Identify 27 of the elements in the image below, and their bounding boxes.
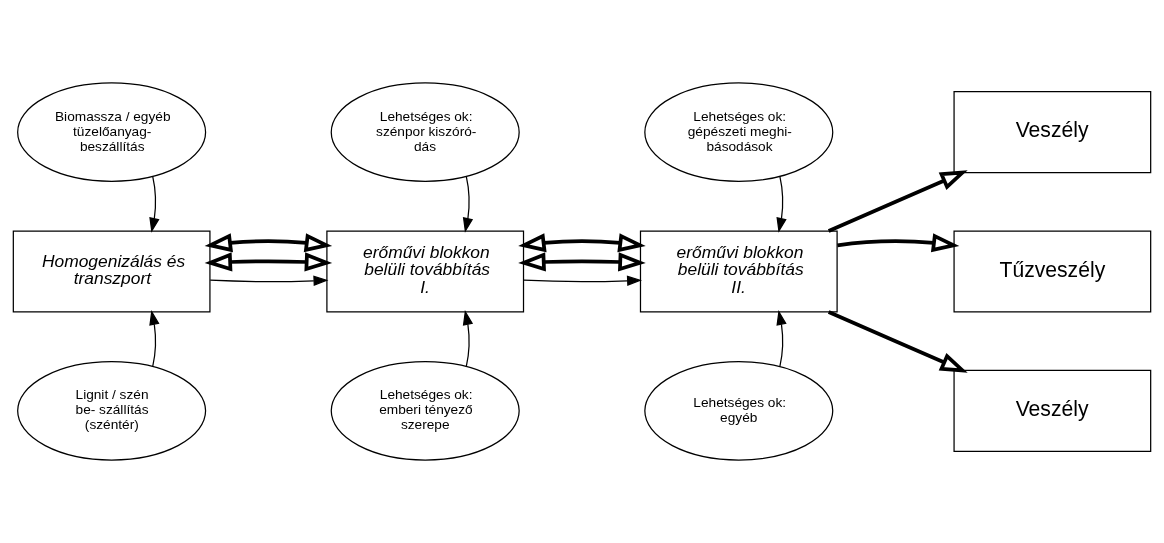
arrow xyxy=(827,170,968,233)
arrow xyxy=(837,233,960,253)
node-box: Homogenizálás és transzport xyxy=(12,230,211,313)
arrow xyxy=(776,310,787,368)
node-ellipse: Lignit / szén be- szállítás (széntér) xyxy=(17,361,207,461)
arrow xyxy=(518,233,646,253)
arrow xyxy=(149,176,160,233)
arrow xyxy=(462,310,474,368)
arrow xyxy=(462,176,474,233)
arrow xyxy=(209,275,329,286)
node-box: erőművi blokkon belüli továbbítás II. xyxy=(639,230,838,313)
node-box: Veszély xyxy=(953,369,1152,452)
node-ellipse: Lehetséges ok: emberi tényező szerepe xyxy=(330,361,520,461)
arrow xyxy=(518,252,646,272)
arrow xyxy=(204,252,333,272)
arrow xyxy=(523,275,642,286)
node-ellipse: Lehetséges ok: gépészeti meghi- básodások xyxy=(644,82,834,182)
node-ellipse: Biomassza / egyéb tüzelőanyag- beszállítás xyxy=(17,82,207,182)
node-ellipse: Lehetséges ok: szénpor kiszóró- dás xyxy=(330,82,520,182)
node-ellipse: Lehetséges ok: egyéb xyxy=(644,361,834,461)
arrow xyxy=(776,176,787,233)
node-box: Veszély xyxy=(953,91,1152,174)
arrow xyxy=(204,233,333,253)
node-box: Tűzveszély xyxy=(953,230,1152,313)
arrow xyxy=(149,310,160,368)
node-box: erőművi blokkon belüli továbbítás I. xyxy=(326,230,525,313)
arrow xyxy=(827,310,968,373)
